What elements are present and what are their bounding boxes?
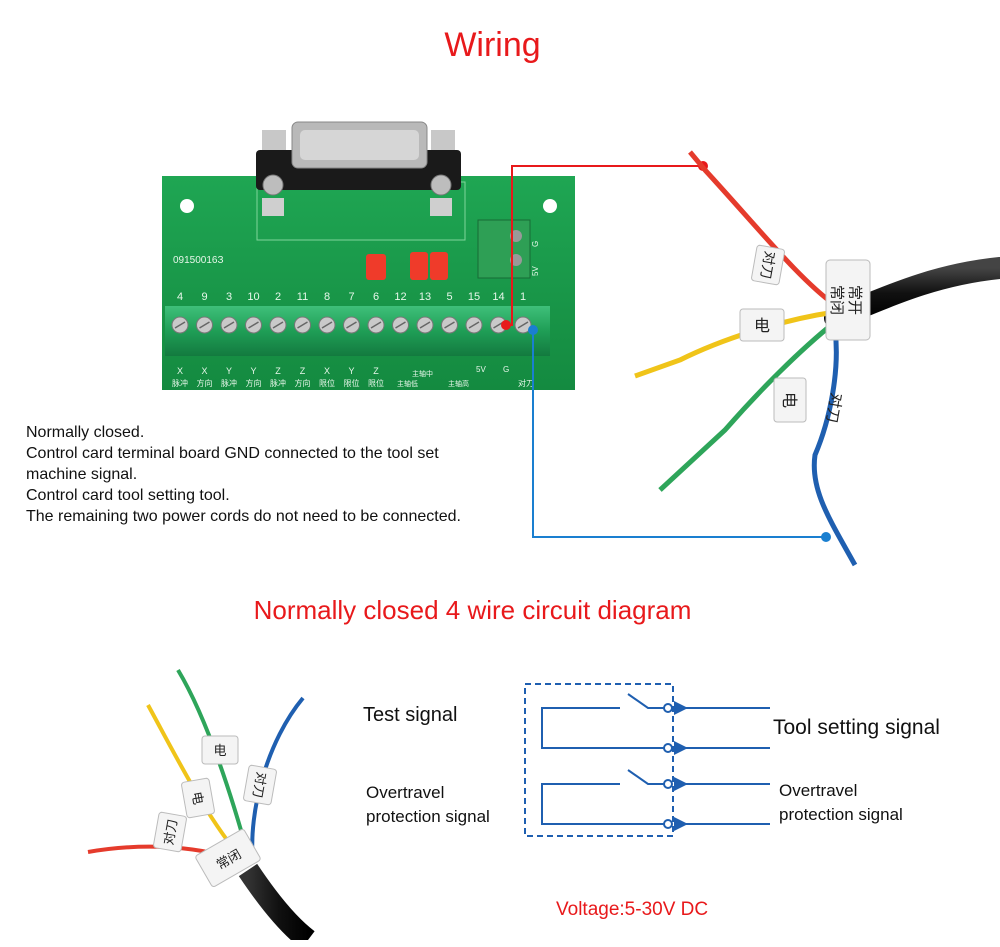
terminal-axis-label: X [201, 366, 207, 376]
svg-text:5V: 5V [531, 266, 540, 276]
terminal-function-label: 限位 [319, 378, 335, 388]
svg-text:常开: 常开 [846, 285, 863, 315]
svg-text:对刀: 对刀 [758, 250, 779, 280]
terminal-dot [663, 743, 673, 753]
svg-text:电: 电 [780, 392, 798, 408]
capacitor [366, 254, 386, 280]
pcb-board [162, 176, 575, 390]
overtravel-right-line-1: Overtravel [779, 781, 858, 800]
svg-text:对刀: 对刀 [250, 771, 269, 799]
v5-label: 5V [476, 365, 486, 374]
pin-number: 3 [226, 291, 232, 303]
pin-number: 15 [468, 291, 480, 303]
terminal-axis-label: Y [348, 366, 354, 376]
spindle-mid-label: 主轴中 [412, 369, 433, 378]
terminal-axis-label: Y [226, 366, 232, 376]
pin-number: 10 [247, 291, 259, 303]
pin-number: 4 [177, 291, 183, 303]
cable-label-nc: 常开 常闭 [825, 259, 871, 341]
power-connector [477, 219, 531, 279]
terminal-axis-label: Z [373, 366, 379, 376]
svg-text:对刀: 对刀 [161, 818, 180, 846]
terminal-function-label: 限位 [344, 378, 360, 388]
terminal-axis-label: X [324, 366, 330, 376]
wires-photo: 电 电 对刀 对刀 常闭 [87, 668, 315, 940]
note-line: Normally closed. [26, 424, 145, 441]
pin-number: 2 [275, 291, 281, 303]
board-code: 09150016З [173, 255, 224, 266]
terminal-axis-label: Y [250, 366, 256, 376]
overtravel-right-line-2: protection signal [779, 805, 903, 824]
cable-label-power-1: 电 [739, 308, 785, 342]
svg-text:电: 电 [213, 743, 226, 758]
cable-label-tool-2: 对刀 [823, 391, 845, 424]
svg-text:常闭: 常闭 [828, 285, 845, 315]
overtravel-left-line-1: Overtravel [366, 783, 445, 802]
circuit-diagram [524, 683, 674, 837]
pin-number: 13 [419, 291, 431, 303]
pin-number: 11 [297, 291, 308, 303]
spindle-high-label: 主轴高 [448, 379, 469, 388]
red-wire [688, 150, 837, 308]
svg-text:G: G [531, 241, 540, 247]
pin-number: 12 [394, 291, 406, 303]
pin-number: 5 [446, 291, 452, 303]
pin-number: 14 [492, 291, 504, 303]
pin-number: 9 [201, 291, 207, 303]
terminal-dot [663, 819, 673, 829]
section-title: Normally closed 4 wire circuit diagram [253, 595, 692, 625]
pin-number: 6 [373, 291, 379, 303]
g-label: G [503, 365, 509, 374]
svg-text:对刀: 对刀 [823, 391, 845, 424]
terminal-function-label: 脉冲 [172, 378, 188, 388]
pin-number: 8 [324, 291, 330, 303]
cable-label-tool: 对刀 [751, 244, 785, 286]
signal-arrows [674, 698, 770, 834]
voltage-label: Voltage:5-30V DC [556, 899, 709, 920]
terminal-function-label: 方向 [197, 378, 213, 388]
pin-number: 1 [520, 291, 526, 303]
svg-text:电: 电 [754, 317, 770, 335]
wiring-illustration: 09150016З G 5V 4 9 3 10 2 11 8 7 6 12 13 5 15 14 1 X 脉冲… [162, 121, 1000, 567]
note-line: Control card tool setting tool. [26, 487, 230, 504]
terminal-axis-label: Z [275, 366, 281, 376]
terminal-function-label: 方向 [295, 378, 311, 388]
page-title: Wiring [444, 26, 541, 64]
terminal-axis-label: Z [300, 366, 306, 376]
terminal-function-label: 脉冲 [270, 378, 286, 388]
green-wire [658, 320, 837, 492]
tool-label: 对刀 [518, 378, 534, 388]
overtravel-right-label: Overtravel protection signal [779, 779, 903, 827]
mount-hole-right [543, 199, 557, 213]
overtravel-left-label: Overtravel protection signal [366, 781, 490, 829]
terminal-dot [663, 703, 673, 713]
terminal-function-label: 脉冲 [221, 378, 237, 388]
pin-number-row: 4 9 3 10 2 11 8 7 6 12 13 5 15 14 1 [177, 291, 526, 303]
test-signal-label: Test signal [363, 704, 458, 726]
blue-connection-line [532, 330, 826, 538]
note-line: machine signal. [26, 466, 138, 483]
spindle-low-label: 主轴低 [397, 379, 418, 388]
cable [238, 863, 315, 940]
terminal-dot [663, 779, 673, 789]
wiring-notes: Normally closed. Control card terminal b… [26, 422, 536, 527]
note-line: Control card terminal board GND connecte… [26, 445, 439, 462]
tool-setting-signal-label: Tool setting signal [773, 716, 940, 739]
pin-number: 7 [348, 291, 354, 303]
terminal-labels: X 脉冲 X 方向 Y 脉冲 Y 方向 Z 脉冲 Z 方向 X 限位 Y 限位 Z 限位 [172, 366, 384, 388]
terminal-function-label: 限位 [368, 378, 384, 388]
terminal-axis-label: X [177, 366, 183, 376]
blue-wire [811, 329, 858, 567]
circuit-box [524, 683, 674, 837]
svg-text:电: 电 [189, 790, 206, 805]
mount-hole-left [180, 199, 194, 213]
note-line: The remaining two power cords do not nee… [26, 508, 461, 525]
terminal-screws [171, 316, 532, 334]
overtravel-left-line-2: protection signal [366, 807, 490, 826]
yellow-wire [634, 309, 836, 379]
terminal-function-label: 方向 [246, 378, 262, 388]
cable-label-power-2: 电 [773, 377, 807, 423]
